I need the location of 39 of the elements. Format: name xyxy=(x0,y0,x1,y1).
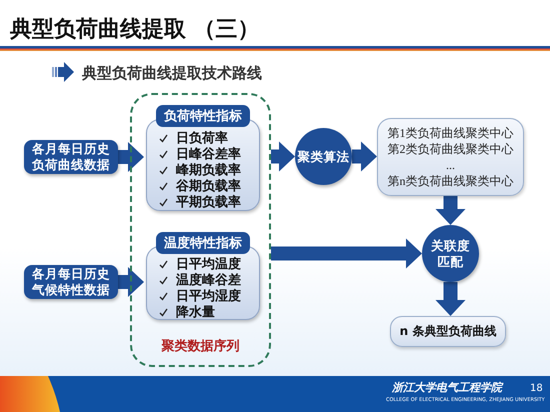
node-label: 各月每日历史负荷曲线数据 xyxy=(30,141,111,173)
indicator-item: 日平均温度 xyxy=(176,256,241,272)
result-box xyxy=(390,316,506,347)
cluster-centers-box xyxy=(377,118,524,196)
indicator-item: 日峰谷差率 xyxy=(176,146,241,162)
section-heading: 典型负荷曲线提取技术路线 xyxy=(82,64,262,83)
node-label: n 条典型负荷曲线 xyxy=(400,323,496,340)
indicator-item: 峰期负载率 xyxy=(176,162,241,178)
block-arrow xyxy=(118,267,144,297)
block-arrow xyxy=(271,142,295,172)
cluster-center-line: 第n类负荷曲线聚类中心 xyxy=(388,173,514,189)
block-arrow xyxy=(352,142,377,172)
panel-header: 温度特性指标 xyxy=(156,232,250,254)
node-label: 聚类算法 xyxy=(298,148,350,164)
cluster-center-line: ... xyxy=(446,157,455,173)
indicator-item: 降水量 xyxy=(176,304,215,321)
block-arrow xyxy=(118,142,144,172)
panel-header: 负荷特性指标 xyxy=(156,105,250,127)
node-label: 各月每日历史气候特性数据 xyxy=(31,266,111,298)
process-circle xyxy=(295,128,352,185)
page-number: 18 xyxy=(530,383,543,394)
indicator-item: 谷期负载率 xyxy=(176,178,241,194)
indicator-item: 温度峰谷差 xyxy=(176,272,241,288)
process-circle xyxy=(422,225,479,282)
node-label: 关联度匹配 xyxy=(430,238,471,270)
indicator-item: 日负荷率 xyxy=(176,130,228,146)
block-arrow xyxy=(436,282,466,316)
block-arrow xyxy=(436,196,466,225)
footer-college-name: 浙江大学电气工程学院 xyxy=(392,380,502,395)
indicator-item: 日平均湿度 xyxy=(176,288,241,305)
group-label: 聚类数据序列 xyxy=(160,338,240,355)
cluster-center-line: 第2类负荷曲线聚类中心 xyxy=(388,141,514,157)
slide-title: 典型负荷曲线提取 （三） xyxy=(10,16,260,44)
block-arrow xyxy=(271,238,422,268)
cluster-center-line: 第1类负荷曲线聚类中心 xyxy=(388,125,514,141)
indicator-item: 平期负载率 xyxy=(176,194,241,211)
dashed-group xyxy=(130,93,271,367)
data-source-box xyxy=(24,265,118,299)
data-source-box xyxy=(24,140,118,174)
